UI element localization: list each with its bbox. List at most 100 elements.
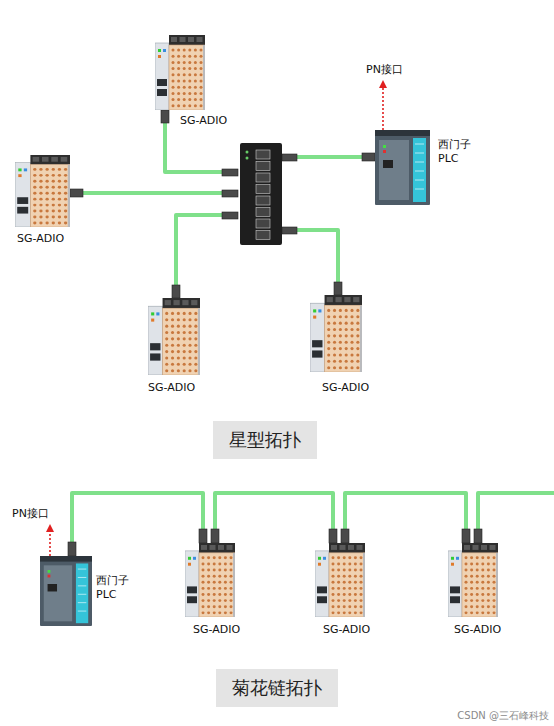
terminal-dot [39,216,42,219]
terminal-dot [202,581,205,584]
terminal-dot [337,593,340,596]
terminal-dot [188,55,191,58]
terminal-dot [45,210,48,213]
terminal-dot [345,353,348,356]
terminal-dot [327,360,330,363]
terminal-dot [360,556,363,559]
terminal-slot [210,545,216,550]
terminal-dot [183,344,186,347]
terminal-dot [52,204,55,207]
terminal-dot [33,222,36,225]
terminal-dot [218,575,221,578]
terminal-dot [360,605,363,608]
terminal-dot [332,587,335,590]
terminal-top [163,298,200,308]
adio-module-picture [310,295,362,372]
io-module: SG-ADIO [310,295,362,372]
plug [282,154,297,161]
terminal-dot [33,174,36,177]
terminal-dot [350,322,353,325]
terminal-dot [194,356,197,359]
terminal-dot [354,593,357,596]
terminal-dot [165,344,168,347]
terminal-dot [487,556,490,559]
terminal-dot [45,180,48,183]
terminal-dot [200,104,203,107]
terminal-dot [39,210,42,213]
terminal-dot [172,55,175,58]
terminal-dot [188,312,191,315]
terminal-dot [177,86,180,89]
terminal-dot [487,587,490,590]
terminal-dot [64,180,67,183]
plc-port [383,160,393,168]
terminal-dot [207,581,210,584]
terminal-dot [354,581,357,584]
terminal-dot [356,341,359,344]
terminal-dot [230,556,233,559]
terminal-dot [183,312,186,315]
eth-port [317,586,327,593]
side-strip [360,305,362,372]
terminal-dot [172,104,175,107]
terminal-dot [213,575,216,578]
plug [70,189,83,197]
terminal-dot [350,347,353,350]
plug [334,282,342,295]
terminal-dot [337,562,340,565]
terminal-slot [348,545,354,550]
terminal-dot [224,569,227,572]
terminal-dot [348,605,351,608]
terminal-dot [202,605,205,608]
terminal-dot [345,309,348,312]
terminal-dot [64,222,67,225]
terminal-dot [52,210,55,213]
terminal-dot [224,605,227,608]
terminal-slot [42,157,49,162]
terminal-dot [33,210,36,213]
led [318,563,321,566]
terminal-dot [177,331,180,334]
terminal-dot [348,593,351,596]
terminal-dot [194,80,197,83]
terminal-dot [183,325,186,328]
terminal-dot [194,55,197,58]
switch-led [246,151,249,154]
side-strip [496,553,498,617]
side-strip [68,165,70,227]
terminal-dot [52,174,55,177]
terminal-dot [230,575,233,578]
terminal-dot [183,73,186,76]
terminal-body [30,165,70,227]
terminal-dot [333,341,336,344]
terminal-dot [465,581,468,584]
terminal-dot [476,581,479,584]
plc-led [383,145,386,148]
terminal-dot [207,593,210,596]
terminal-dot [200,92,203,95]
terminal-slot [197,37,203,42]
terminal-dot [345,334,348,337]
terminal-dot [202,556,205,559]
adio-module-picture [15,155,70,227]
terminal-body [163,308,200,375]
terminal-dot [356,315,359,318]
terminal-dot [481,556,484,559]
terminal-dot [333,309,336,312]
terminal-dot [171,312,174,315]
cable [72,493,203,556]
module-side [448,551,462,617]
terminal-dot [354,569,357,572]
terminal-dot [207,599,210,602]
terminal-dot [350,315,353,318]
terminal-dot [337,605,340,608]
terminal-dot [177,49,180,52]
terminal-dot [183,61,186,64]
plc-top [375,130,430,136]
terminal-slot [171,37,177,42]
terminal-slot [357,545,363,550]
terminal-dot [213,569,216,572]
io-module: SG-ADIO [155,35,205,110]
plc-led [48,575,51,578]
terminal-dot [172,92,175,95]
